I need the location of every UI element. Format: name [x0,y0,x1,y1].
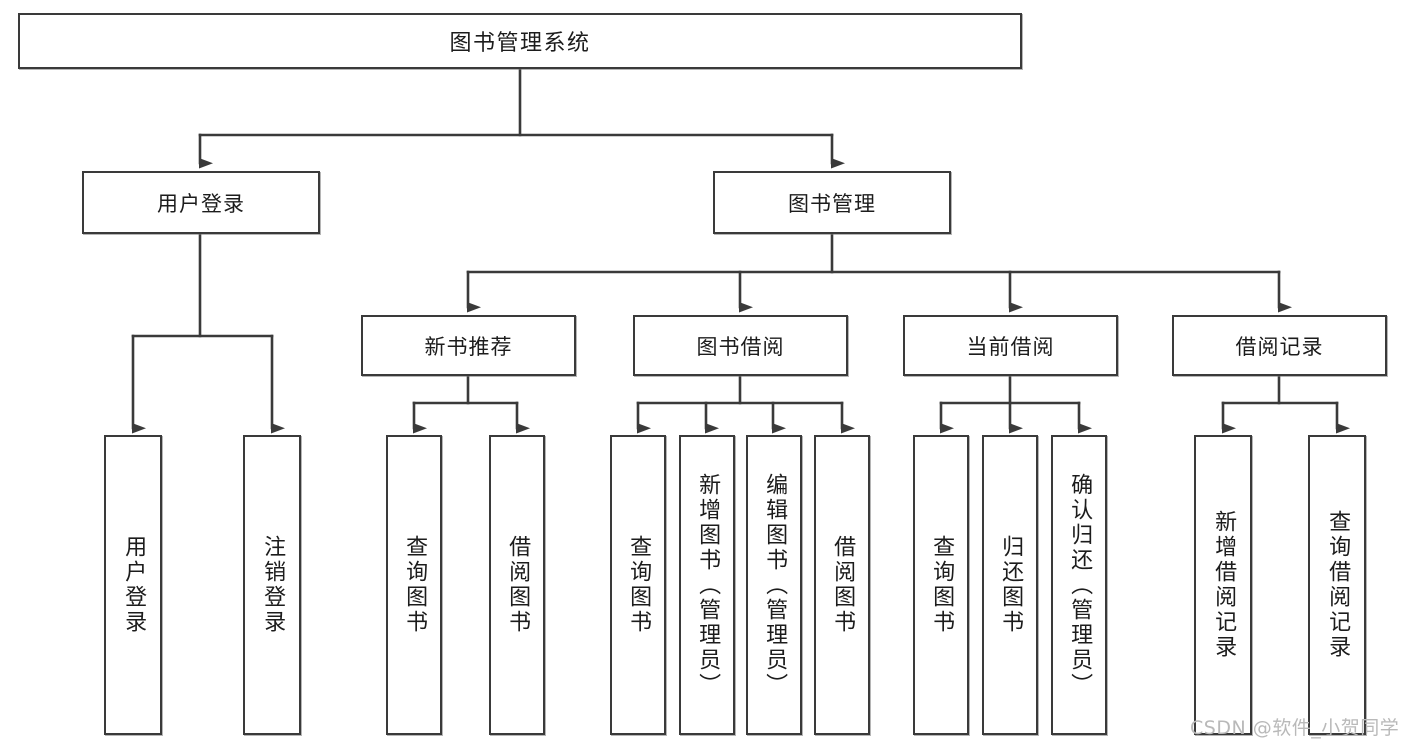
node-label: 新书推荐 [424,334,513,359]
node-current-borrow[interactable]: 当前借阅 [903,315,1118,376]
node-leaf-br-add-record[interactable]: 新增借阅记录 [1194,435,1252,735]
node-label: 借阅图书 [505,535,531,635]
node-leaf-cb-return-book[interactable]: 归还图书 [982,435,1038,735]
node-label: 图书管理系统 [449,31,591,56]
node-label: 查询图书 [626,535,652,635]
node-label: 图书借阅 [696,334,785,359]
node-label: 归还图书 [998,535,1024,635]
csdn-watermark: CSDN @软件_小贺同学 [1190,717,1400,739]
node-new-book-recommend[interactable]: 新书推荐 [361,315,576,376]
node-label: 用户登录 [121,535,147,635]
node-leaf-logout[interactable]: 注销登录 [243,435,301,735]
node-label: 编辑图书（管理员） [762,472,788,698]
node-label: 确认归还（管理员） [1067,472,1093,698]
node-user-login[interactable]: 用户登录 [82,171,320,234]
node-label: 图书管理 [788,191,876,216]
node-leaf-bb-add-book[interactable]: 新增图书（管理员） [679,435,735,735]
node-book-management[interactable]: 图书管理 [713,171,951,234]
node-label: 查询图书 [402,535,428,635]
node-book-borrow[interactable]: 图书借阅 [633,315,848,376]
node-leaf-bb-borrow-book[interactable]: 借阅图书 [814,435,870,735]
node-leaf-nbr-borrow-book[interactable]: 借阅图书 [489,435,545,735]
node-leaf-nbr-query-book[interactable]: 查询图书 [386,435,442,735]
node-leaf-bb-query-book[interactable]: 查询图书 [610,435,666,735]
node-label: 借阅记录 [1235,334,1324,359]
node-label: 注销登录 [260,535,286,635]
node-label: 新增图书（管理员） [695,472,721,698]
node-leaf-bb-edit-book[interactable]: 编辑图书（管理员） [746,435,802,735]
node-leaf-user-login[interactable]: 用户登录 [104,435,162,735]
node-borrow-record[interactable]: 借阅记录 [1172,315,1387,376]
node-label: 新增借阅记录 [1211,510,1237,660]
node-label: 借阅图书 [830,535,856,635]
node-leaf-cb-confirm-return[interactable]: 确认归还（管理员） [1051,435,1107,735]
node-leaf-cb-query-book[interactable]: 查询图书 [913,435,969,735]
node-label: 查询图书 [929,535,955,635]
node-label: 用户登录 [157,191,245,216]
node-leaf-br-query-record[interactable]: 查询借阅记录 [1308,435,1366,735]
node-root-system[interactable]: 图书管理系统 [18,13,1022,69]
node-label: 查询借阅记录 [1325,510,1351,660]
node-label: 当前借阅 [966,334,1055,359]
